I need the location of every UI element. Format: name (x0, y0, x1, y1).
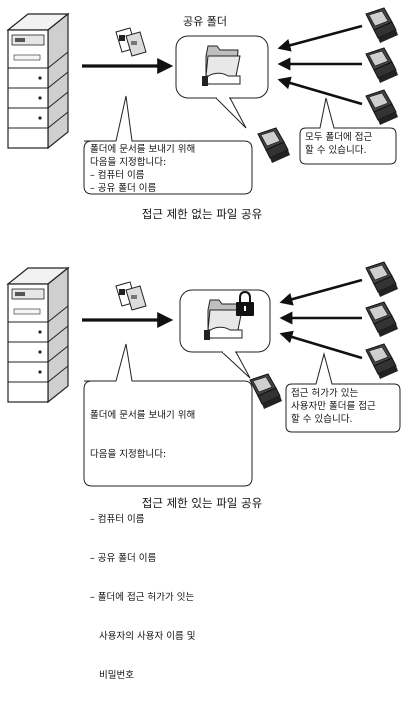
send-requirements-callout: 폴더에 문서를 보내기 위해 다음을 지정합니다: – 컴퓨터 이름 – 공유 … (90, 383, 196, 721)
printer-icon (7, 13, 69, 149)
pc-icon (365, 301, 399, 338)
callout-line: 다음을 지정합니다: (90, 157, 167, 168)
list-item: 비밀번호 (90, 670, 135, 681)
list-item: – 공유 폴더 이름 (90, 183, 157, 194)
top-panel (7, 7, 399, 195)
access-arrow (279, 330, 363, 360)
access-callout: 접근 허가가 있는 사용자만 폴더를 접근 할 수 있습니다. (291, 387, 376, 426)
pc-icon (249, 373, 283, 410)
bottom-panel (7, 261, 401, 487)
lock-icon (236, 290, 254, 316)
callout-line: 할 수 있습니다. (291, 414, 353, 425)
pc-icon (365, 7, 399, 44)
shared-folder-title: 공유 폴더 (183, 15, 227, 28)
list-item: – 폴더에 접근 허가가 잇는 (90, 592, 195, 603)
callout-line: 사용자만 폴더를 접근 (291, 401, 376, 412)
callout-line: 다음을 지정합니다: (90, 449, 167, 460)
list-item: 사용자의 사용자 이름 및 (90, 631, 196, 642)
pc-icon (365, 261, 399, 298)
requirements-list: – 컴퓨터 이름 – 공유 폴더 이름 (90, 169, 195, 195)
folder-icon (201, 45, 241, 87)
document-icon (115, 27, 147, 57)
callout-line: 폴더에 문서를 보내기 위해 (90, 410, 196, 421)
list-item: – 컴퓨터 이름 (90, 170, 145, 181)
list-item: – 컴퓨터 이름 (90, 514, 145, 525)
printer-icon (7, 267, 69, 403)
access-callout: 모두 폴더에 접근 할 수 있습니다. (305, 131, 372, 157)
callout-line: 폴더에 문서를 보내기 위해 (90, 144, 196, 155)
callout-line: 모두 폴더에 접근 (305, 132, 373, 143)
send-requirements-callout: 폴더에 문서를 보내기 위해 다음을 지정합니다: – 컴퓨터 이름 – 공유 … (90, 143, 195, 195)
pc-icon (365, 47, 399, 84)
caption-unrestricted-sharing: 접근 제한 없는 파일 공유 (141, 207, 263, 221)
pc-icon (365, 343, 399, 380)
callout-line: 접근 허가가 있는 (291, 388, 359, 399)
diagram-canvas (7, 7, 401, 487)
document-icon (115, 281, 147, 311)
list-item: – 공유 폴더 이름 (90, 553, 157, 564)
access-arrow (277, 76, 363, 106)
pc-icon (257, 127, 291, 164)
access-arrow (277, 24, 363, 52)
requirements-list: – 컴퓨터 이름 – 공유 폴더 이름 – 폴더에 접근 허가가 잇는 사용자의… (90, 487, 196, 708)
pc-icon (365, 89, 399, 126)
access-arrow (279, 278, 363, 306)
callout-line: 할 수 있습니다. (305, 145, 367, 156)
caption-restricted-sharing: 접근 제한 있는 파일 공유 (141, 496, 263, 510)
